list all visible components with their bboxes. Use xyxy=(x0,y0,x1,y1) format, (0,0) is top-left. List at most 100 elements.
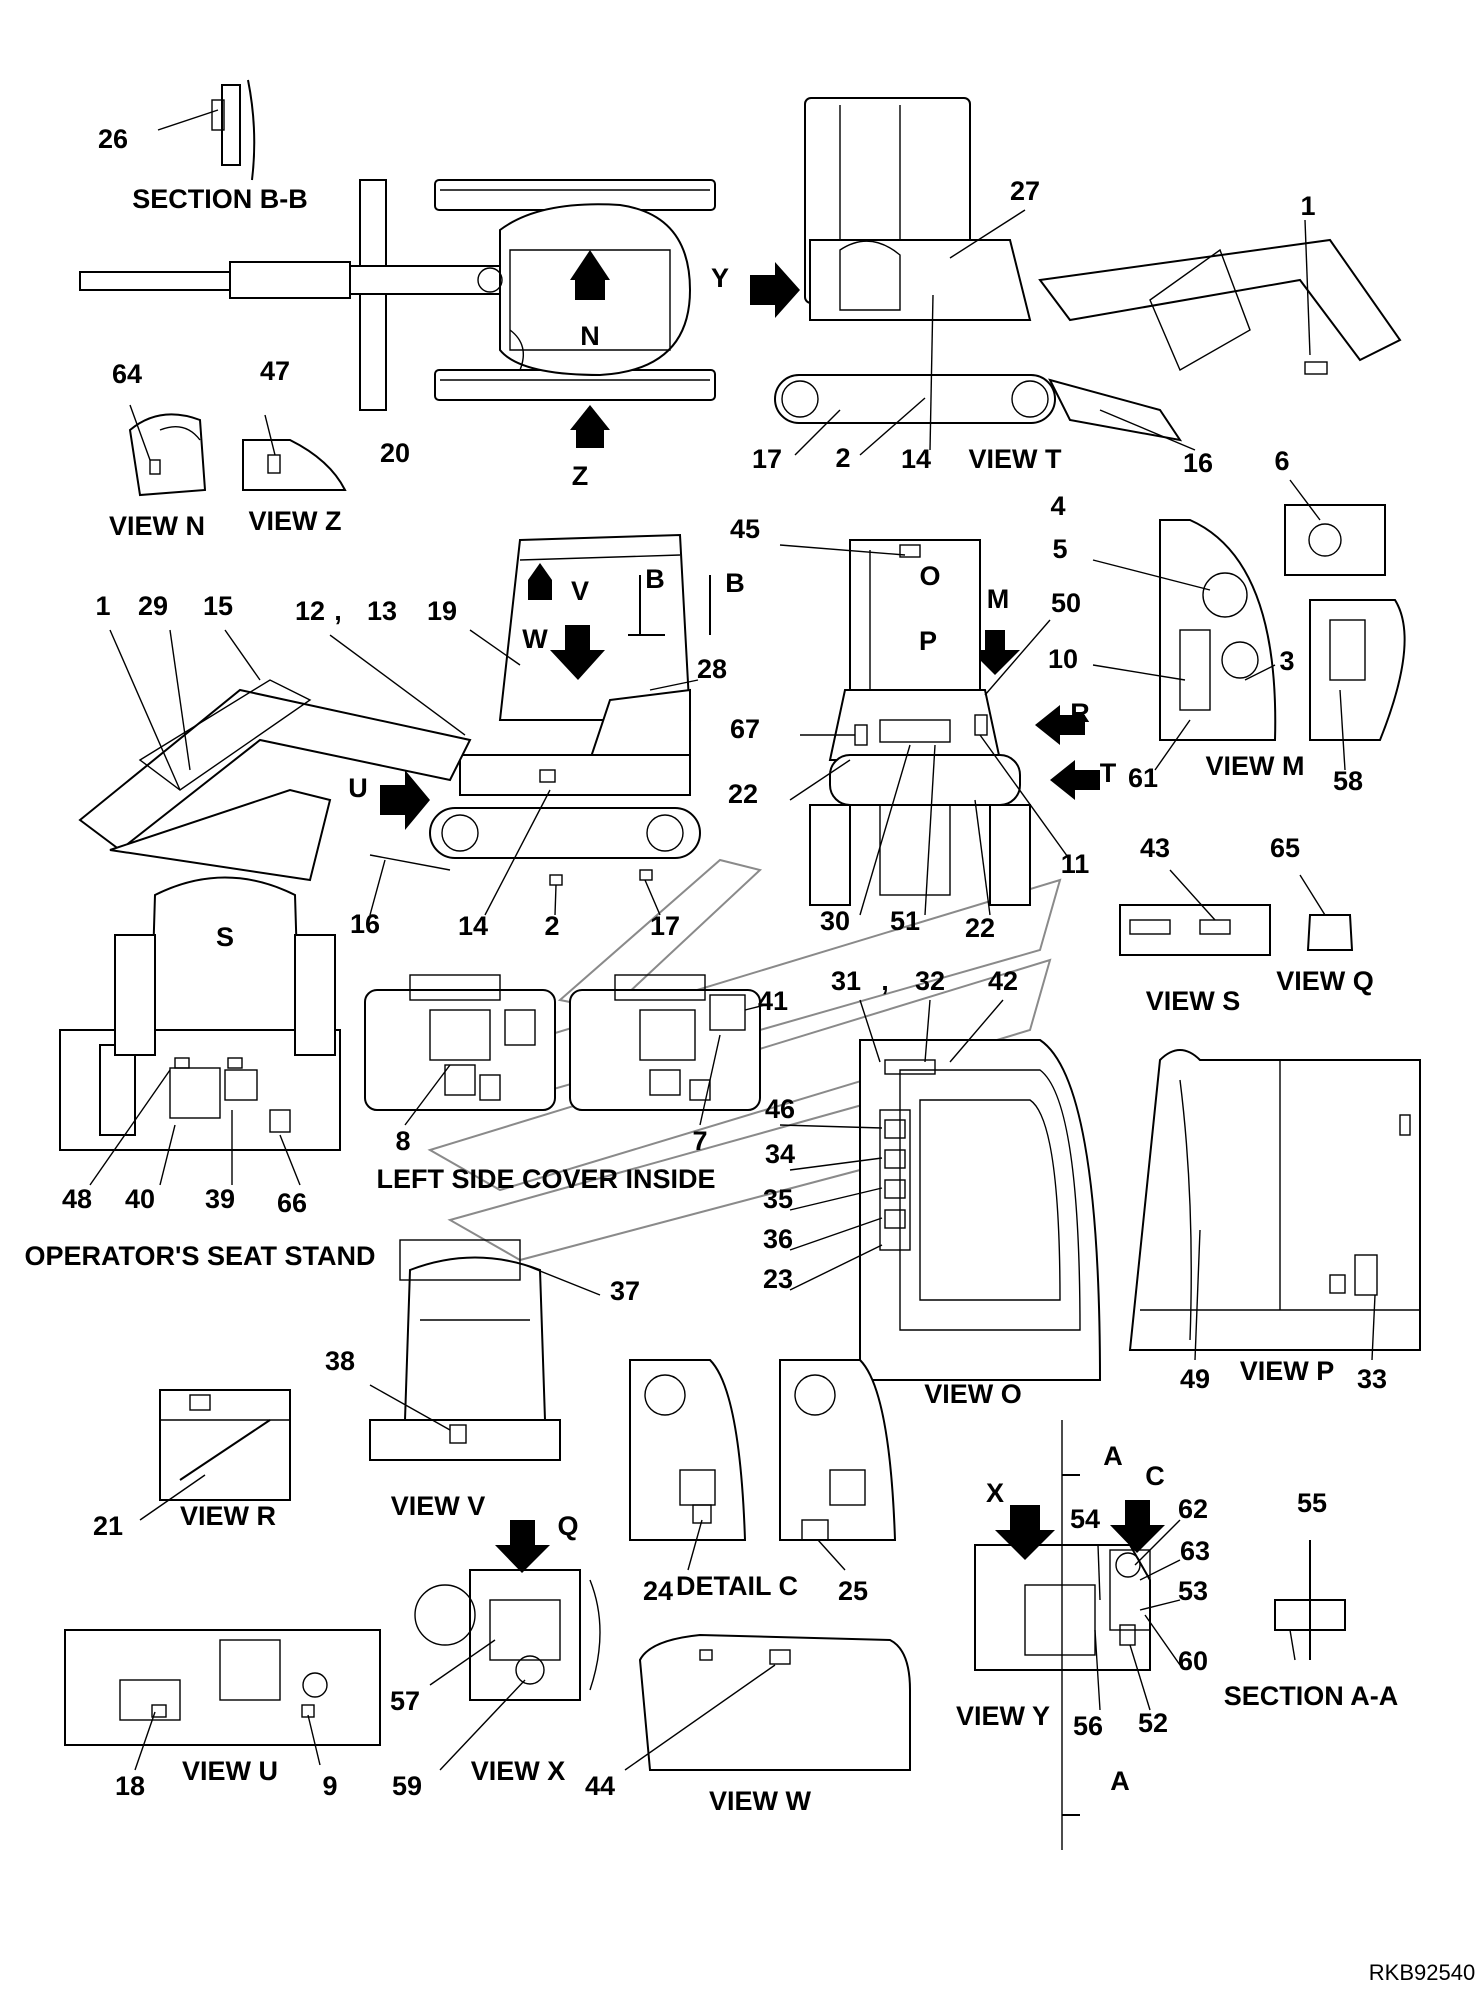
part-number: 40 xyxy=(125,1184,155,1214)
part-number: 6 xyxy=(1274,446,1289,476)
part-number: 47 xyxy=(260,356,290,386)
part-number: 9 xyxy=(322,1771,337,1801)
rear-view-drawing xyxy=(779,539,1071,916)
arrow-letter: N xyxy=(580,321,600,351)
view-label-view-q: VIEW Q xyxy=(1276,966,1374,996)
view-label-section-bb: SECTION B-B xyxy=(132,184,308,214)
part-number: 44 xyxy=(585,1771,615,1801)
part-number: 13 xyxy=(367,596,397,626)
part-number: 15 xyxy=(203,591,233,621)
part-number: 52 xyxy=(1138,1708,1168,1738)
arrow-letter: V xyxy=(571,576,589,606)
part-number: 17 xyxy=(752,444,782,474)
part-number: 29 xyxy=(138,591,168,621)
part-number: 56 xyxy=(1073,1711,1103,1741)
part-number: 64 xyxy=(112,359,142,389)
arrow-letter: X xyxy=(986,1478,1004,1508)
arrow-letter: U xyxy=(348,773,368,803)
view-label-view-t: VIEW T xyxy=(969,444,1063,474)
part-number: 21 xyxy=(93,1511,123,1541)
view-u-drawing xyxy=(64,1629,381,1771)
arrow-letter: M xyxy=(987,584,1010,614)
view-label-view-m: VIEW M xyxy=(1206,751,1305,781)
view-s-q-drawing xyxy=(1119,869,1354,956)
part-number: 43 xyxy=(1140,833,1170,863)
section-aa-drawing xyxy=(1274,1540,1346,1661)
part-number: 5 xyxy=(1052,534,1067,564)
part-number: 25 xyxy=(838,1576,868,1606)
detail-c-drawing xyxy=(629,1359,897,1571)
part-number: 7 xyxy=(692,1126,707,1156)
view-label-view-u: VIEW U xyxy=(182,1756,278,1786)
view-n-z-drawing xyxy=(128,404,347,497)
part-number: 22 xyxy=(728,779,758,809)
part-number: 37 xyxy=(610,1276,640,1306)
view-label-view-p: VIEW P xyxy=(1240,1356,1335,1386)
part-number: 66 xyxy=(277,1188,307,1218)
part-number: 30 xyxy=(820,906,850,936)
arrow-letter: W xyxy=(522,624,548,654)
part-number: 20 xyxy=(380,438,410,468)
arrow-letter: A xyxy=(1110,1766,1130,1796)
part-number: 58 xyxy=(1333,766,1363,796)
part-number: 65 xyxy=(1270,833,1300,863)
part-number: 1 xyxy=(95,591,110,621)
view-v-drawing xyxy=(369,1239,601,1461)
view-label-view-s: VIEW S xyxy=(1146,986,1241,1016)
part-number: 11 xyxy=(1061,849,1090,879)
view-label-view-y: VIEW Y xyxy=(956,1701,1050,1731)
view-r-drawing xyxy=(139,1389,291,1521)
part-number: 38 xyxy=(325,1346,355,1376)
view-o-drawing xyxy=(779,999,1102,1381)
part-number: 2 xyxy=(835,443,850,473)
part-number: 27 xyxy=(1010,176,1040,206)
part-number: 18 xyxy=(115,1771,145,1801)
arrow-letter: S xyxy=(216,922,234,952)
view-t-drawing xyxy=(774,97,1402,456)
view-p-drawing xyxy=(1128,1049,1421,1361)
part-number: 22 xyxy=(965,913,995,943)
view-m-drawing xyxy=(1092,479,1406,771)
view-label-view-x: VIEW X xyxy=(471,1756,566,1786)
part-number: , xyxy=(334,596,342,626)
arrow-letter: O xyxy=(919,561,940,591)
part-number: 51 xyxy=(890,906,920,936)
arrow-letter: Z xyxy=(572,461,589,491)
part-number: 12 xyxy=(295,596,325,626)
part-number: 8 xyxy=(395,1126,410,1156)
part-number: 33 xyxy=(1357,1364,1387,1394)
view-label-operator-seat: OPERATOR'S SEAT STAND xyxy=(25,1241,376,1271)
part-number: 48 xyxy=(62,1184,92,1214)
part-number: 14 xyxy=(901,444,931,474)
part-number: 39 xyxy=(205,1184,235,1214)
part-number: 63 xyxy=(1180,1536,1210,1566)
view-label-left-side-cover: LEFT SIDE COVER INSIDE xyxy=(376,1164,715,1194)
part-number: 31 xyxy=(831,966,861,996)
part-number: 16 xyxy=(1183,448,1213,478)
view-y-drawing xyxy=(974,1420,1181,1850)
view-label-view-z: VIEW Z xyxy=(249,506,342,536)
left-side-cover-drawing xyxy=(364,974,766,1126)
arrow-letter: B xyxy=(645,564,665,594)
arrow-letter: Y xyxy=(711,263,729,293)
part-number: 32 xyxy=(915,966,945,996)
part-number: 54 xyxy=(1070,1504,1100,1534)
arrow-letter: P xyxy=(919,626,937,656)
view-label-view-w: VIEW W xyxy=(709,1786,812,1816)
part-number: 55 xyxy=(1297,1488,1327,1518)
part-number: 61 xyxy=(1128,763,1158,793)
part-number: 10 xyxy=(1048,644,1078,674)
view-label-detail-c: DETAIL C xyxy=(676,1571,798,1601)
part-number: 60 xyxy=(1178,1646,1208,1676)
part-number: 53 xyxy=(1178,1576,1208,1606)
arrow-letter: R xyxy=(1070,698,1090,728)
section-bb-drawing xyxy=(157,79,256,181)
view-label-section-aa: SECTION A-A xyxy=(1224,1681,1399,1711)
arrow-letter: B xyxy=(725,568,745,598)
top-view-drawing xyxy=(79,179,716,411)
view-x-drawing xyxy=(414,1520,601,1771)
part-number: 4 xyxy=(1050,491,1065,521)
